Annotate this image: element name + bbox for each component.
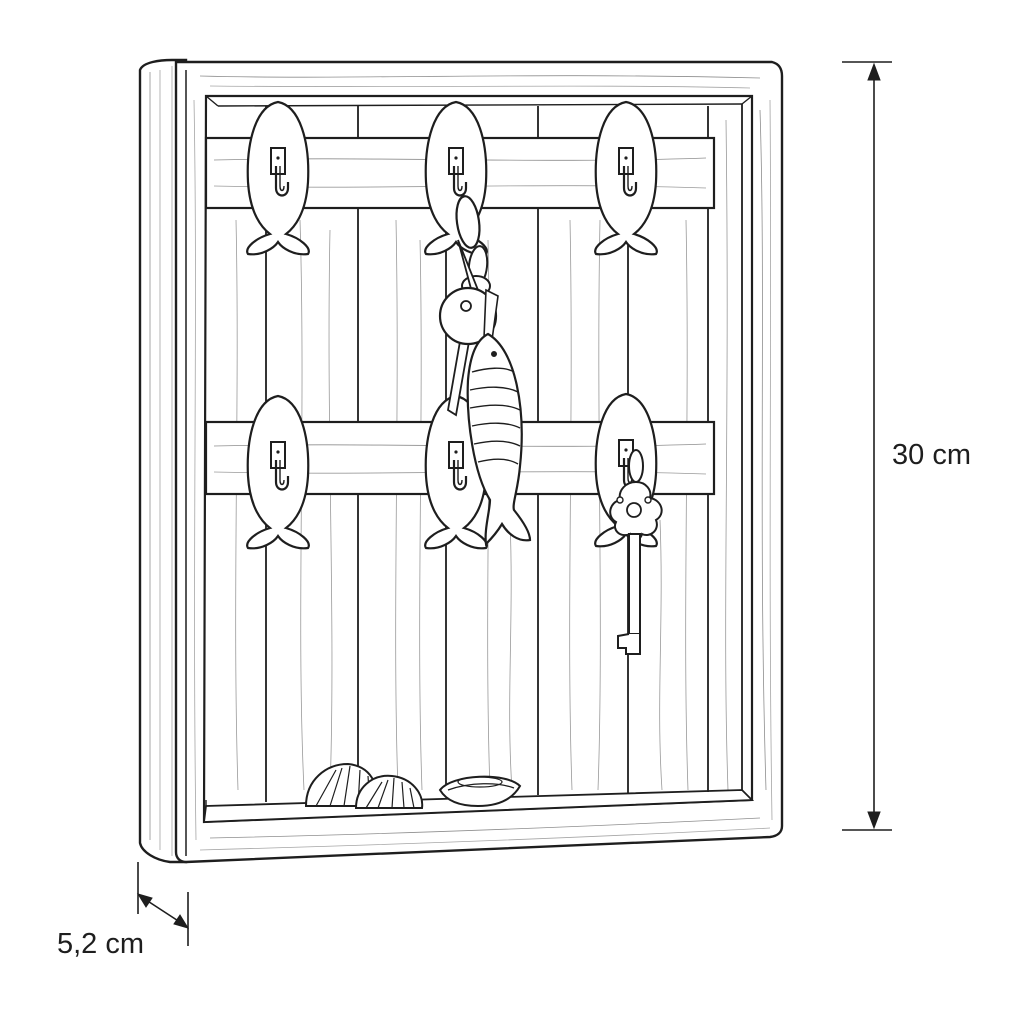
- clam-shell: [438, 775, 522, 808]
- antique-key: [609, 449, 663, 655]
- height-dimension-label: 30 cm: [892, 439, 971, 471]
- depth-dimension-line: [136, 862, 190, 946]
- depth-dimension-label: 5,2 cm: [57, 928, 145, 960]
- key-ring-with-fish-charm: [438, 195, 532, 547]
- scallop-shell: [354, 774, 424, 809]
- height-dimension-line: [842, 61, 892, 831]
